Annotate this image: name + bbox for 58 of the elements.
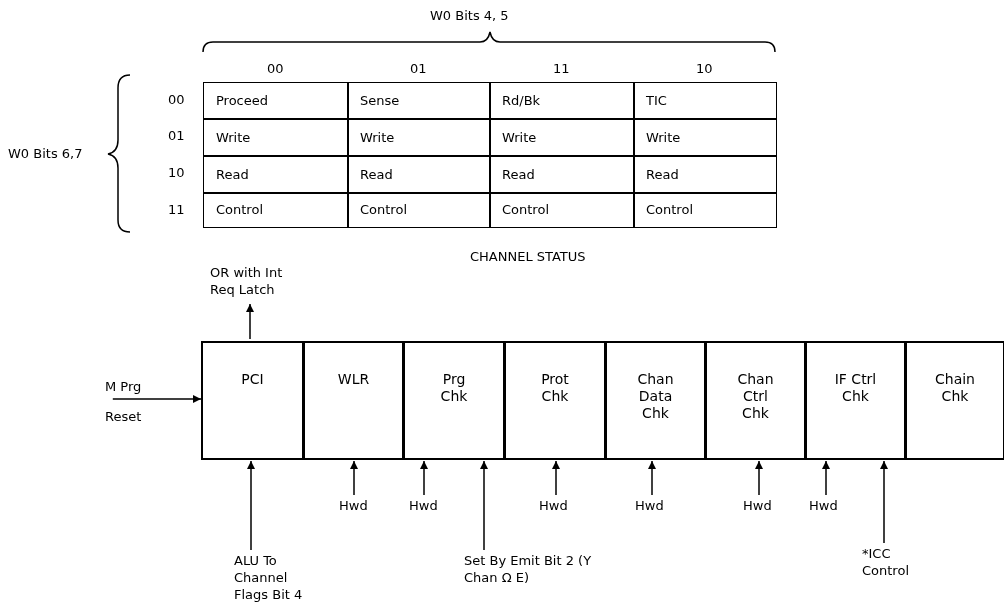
signal-label: Hwd	[539, 497, 573, 514]
register-bit-box: Prot Chk	[504, 341, 606, 460]
signal-label: Hwd	[809, 497, 843, 514]
row-header: 11	[168, 202, 185, 217]
axis-label: W0 Bits 6,7	[8, 146, 83, 161]
signal-label: M Prg	[105, 379, 142, 394]
table-cell: Read	[489, 155, 635, 194]
arrow	[552, 460, 560, 496]
register-bit-box: Prg Chk	[403, 341, 505, 460]
column-header: 10	[696, 61, 713, 76]
axis-label: W0 Bits 4, 5	[430, 8, 509, 23]
table-cell: Read	[633, 155, 777, 194]
arrow	[112, 395, 202, 403]
table-cell: Control	[203, 192, 349, 228]
table-cell: Sense	[347, 82, 491, 120]
signal-label: Hwd	[743, 497, 777, 514]
table-cell: Read	[203, 155, 349, 194]
table-cell: Write	[633, 118, 777, 157]
signal-label: Hwd	[339, 497, 373, 514]
table-cell: TIC	[633, 82, 777, 120]
column-header: 00	[267, 61, 284, 76]
table-cell: Control	[347, 192, 491, 228]
arrow	[822, 460, 830, 496]
register-bit-box: IF Ctrl Chk	[805, 341, 906, 460]
arrow	[880, 460, 888, 544]
signal-label: *ICC Control	[862, 545, 922, 579]
column-header: 01	[410, 61, 427, 76]
arrow	[755, 460, 763, 496]
arrow	[648, 460, 656, 496]
arrow	[247, 460, 255, 551]
signal-label: Set By Emit Bit 2 (Y Chan Ω E)	[464, 552, 596, 586]
signal-label: OR with Int Req Latch	[210, 264, 310, 298]
column-header: 11	[553, 61, 570, 76]
table-cell: Proceed	[203, 82, 349, 120]
table-cell: Control	[633, 192, 777, 228]
row-header: 01	[168, 128, 185, 143]
register-bit-box: Chan Data Chk	[605, 341, 706, 460]
register-bit-box: PCI	[201, 341, 304, 460]
signal-label: Reset	[105, 409, 142, 424]
row-header: 00	[168, 92, 185, 107]
table-cell: Write	[203, 118, 349, 157]
signal-label: Hwd	[635, 497, 669, 514]
table-cell: Rd/Bk	[489, 82, 635, 120]
heading: CHANNEL STATUS	[470, 249, 586, 264]
table-cell: Read	[347, 155, 491, 194]
table-cell: Write	[347, 118, 491, 157]
register-bit-box: Chain Chk	[905, 341, 1004, 460]
arrow	[246, 303, 254, 340]
arrow	[350, 460, 358, 496]
signal-label: ALU To Channel Flags Bit 4	[234, 552, 324, 603]
arrow	[420, 460, 428, 496]
table-cell: Write	[489, 118, 635, 157]
table-cell: Control	[489, 192, 635, 228]
row-header: 10	[168, 165, 185, 180]
register-bit-box: Chan Ctrl Chk	[705, 341, 806, 460]
signal-label: Hwd	[409, 497, 443, 514]
arrow	[480, 460, 488, 551]
register-bit-box: WLR	[303, 341, 404, 460]
